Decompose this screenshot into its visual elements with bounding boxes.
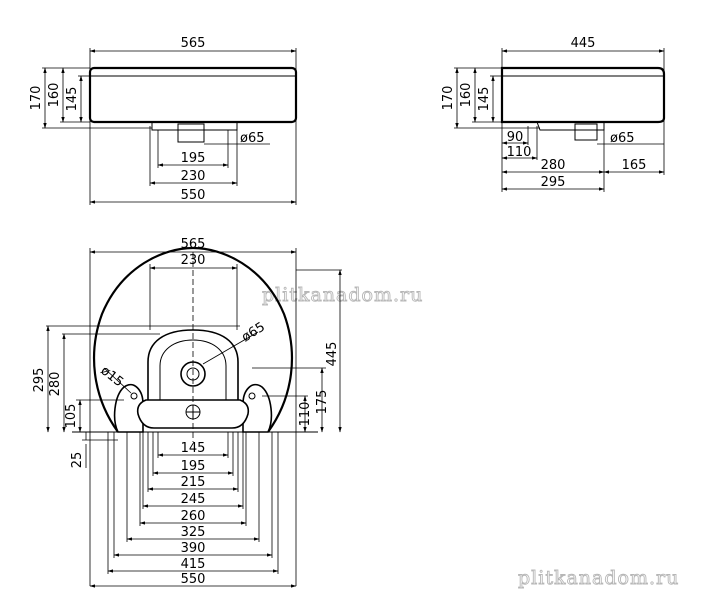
hole-leader — [103, 367, 132, 394]
rear-height-280: 280 — [48, 372, 63, 397]
front-drain-diameter: ø65 — [240, 131, 265, 146]
side-height-170: 170 — [441, 86, 456, 111]
side-height-145: 145 — [477, 87, 492, 112]
rear-height-445: 445 — [325, 342, 340, 367]
rear-width-245: 245 — [181, 492, 206, 507]
front-height-145: 145 — [65, 87, 80, 112]
rear-height-175: 175 — [315, 390, 330, 415]
rear-width-415: 415 — [181, 557, 206, 572]
front-width-565: 565 — [181, 36, 206, 51]
rear-drain-diameter: ø65 — [239, 320, 268, 346]
side-dim-295: 295 — [541, 175, 566, 190]
front-height-160: 160 — [47, 83, 62, 108]
rear-height-110: 110 — [298, 402, 313, 427]
rear-width-550: 550 — [181, 572, 206, 587]
right-mount-hole — [248, 392, 256, 400]
rear-height-295: 295 — [32, 368, 47, 393]
rear-width-565: 565 — [181, 237, 206, 252]
basin-rear-outline — [93, 246, 293, 433]
front-width-230: 230 — [181, 169, 206, 184]
rear-width-195: 195 — [181, 459, 206, 474]
front-view: 565 170 160 145 ø65 195 230 550 — [29, 36, 298, 205]
rear-height-25: 25 — [70, 452, 85, 469]
rear-width-260: 260 — [181, 509, 206, 524]
front-width-550: 550 — [181, 188, 206, 203]
side-drain-diameter: ø65 — [610, 131, 635, 146]
siphon-side — [536, 121, 605, 131]
rear-view: plitkanadom.ru — [32, 237, 423, 588]
watermark-center: plitkanadom.ru — [262, 284, 423, 306]
bottom-width-dims — [89, 432, 297, 588]
siphon-front — [151, 122, 238, 131]
rear-width-215: 215 — [181, 475, 206, 490]
rear-height-105: 105 — [64, 404, 79, 429]
right-mount-bracket — [242, 383, 273, 433]
front-width-195: 195 — [181, 151, 206, 166]
side-dim-165: 165 — [622, 158, 647, 173]
rear-width-230: 230 — [181, 253, 206, 268]
rear-width-390: 390 — [181, 541, 206, 556]
front-height-170: 170 — [29, 86, 44, 111]
rear-hole-diameter: ø15 — [98, 363, 127, 390]
watermark-corner: plitkanadom.ru — [518, 567, 679, 589]
side-view: 445 170 160 145 90 110 ø65 280 165 295 — [441, 36, 666, 192]
left-mount-hole — [130, 392, 138, 400]
rear-width-325: 325 — [181, 525, 206, 540]
drain-leader — [202, 331, 259, 365]
rear-width-145: 145 — [181, 441, 206, 456]
side-depth-445: 445 — [571, 36, 596, 51]
side-height-160: 160 — [459, 83, 474, 108]
side-dim-90: 90 — [507, 130, 524, 145]
side-dim-280: 280 — [541, 158, 566, 173]
side-dim-110: 110 — [507, 145, 532, 160]
